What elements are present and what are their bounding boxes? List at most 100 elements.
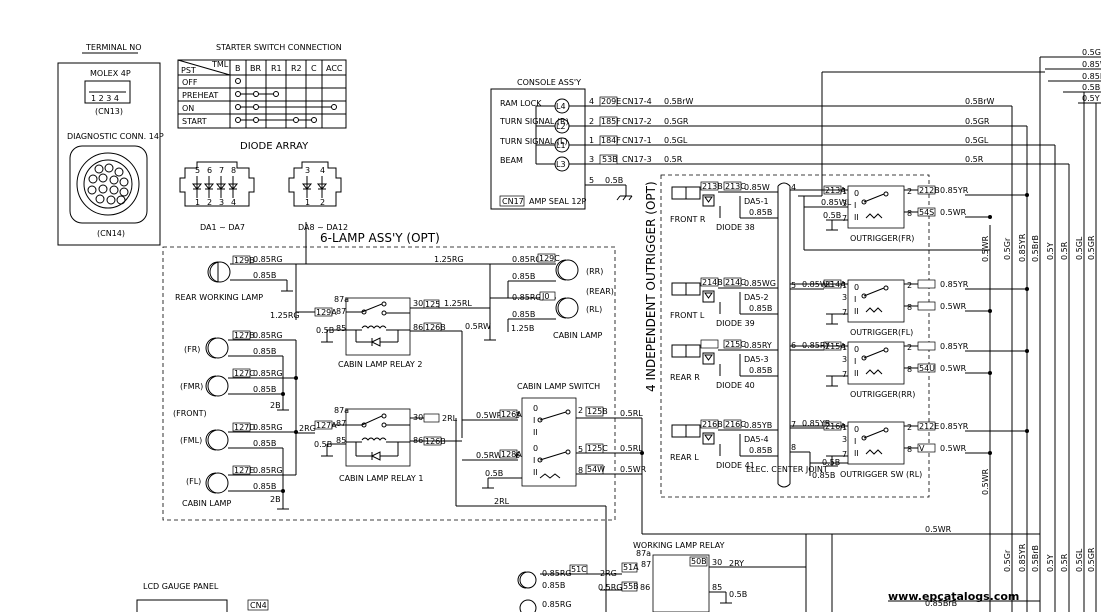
svg-text:0.5B: 0.5B <box>316 326 334 335</box>
svg-text:2: 2 <box>907 281 912 290</box>
svg-text:2: 2 <box>578 406 583 415</box>
connector-icon <box>671 186 687 200</box>
connector-icon <box>685 282 701 296</box>
lamp-icon <box>555 259 579 281</box>
svg-text:CN4: CN4 <box>250 601 267 610</box>
svg-text:8: 8 <box>907 445 912 454</box>
terminal-no-label: TERMINAL NO <box>85 43 142 52</box>
diode-array-label-1: DA1 ~ DA7 <box>200 223 245 232</box>
svg-text:1.25RL: 1.25RL <box>444 299 472 308</box>
svg-text:125: 125 <box>425 300 440 309</box>
working-lamp-relay: WORKING LAMP RELAY 87a 87 86 30 85 50B 5… <box>517 534 833 612</box>
svg-text:4: 4 <box>589 97 594 106</box>
svg-text:R2: R2 <box>291 64 302 73</box>
svg-text:V: V <box>919 444 925 453</box>
svg-text:1.25RG: 1.25RG <box>270 311 300 320</box>
svg-text:0.85B: 0.85B <box>749 208 772 217</box>
svg-text:85: 85 <box>336 324 346 333</box>
svg-text:II: II <box>854 369 859 378</box>
lamp-icon <box>555 297 579 319</box>
svg-text:I: I <box>854 357 856 366</box>
svg-text:CN17-4: CN17-4 <box>622 97 652 106</box>
switch-icon: 0 I II 0 I II <box>533 404 571 479</box>
svg-text:184F: 184F <box>601 136 621 145</box>
connector-icon <box>685 344 701 358</box>
svg-text:1: 1 <box>195 198 200 207</box>
svg-text:86: 86 <box>413 323 423 332</box>
svg-text:0.5RW: 0.5RW <box>476 451 502 460</box>
svg-text:0: 0 <box>854 345 859 354</box>
connector-icon <box>671 282 687 296</box>
svg-text:2B: 2B <box>270 495 281 504</box>
diode-array-title: DIODE ARRAY <box>240 141 309 152</box>
connector-icon <box>671 344 687 358</box>
svg-text:0: 0 <box>854 283 859 292</box>
svg-text:127E: 127E <box>234 466 254 475</box>
svg-text:L2: L2 <box>556 122 566 131</box>
svg-text:0.5BrB: 0.5BrB <box>1031 235 1040 262</box>
svg-text:0.85YB: 0.85YB <box>802 419 830 428</box>
svg-text:(RL): (RL) <box>586 305 602 314</box>
svg-text:0.5Y: 0.5Y <box>1082 94 1100 103</box>
svg-text:0.5WR: 0.5WR <box>940 208 967 217</box>
svg-text:0.85RY: 0.85RY <box>744 341 772 350</box>
svg-text:0.85B: 0.85B <box>253 385 276 394</box>
svg-text:0.5Gr: 0.5Gr <box>1003 549 1012 572</box>
svg-text:1: 1 <box>842 343 847 352</box>
ground-icon <box>321 444 333 457</box>
svg-text:0.85RG: 0.85RG <box>253 369 283 378</box>
svg-text:0.5Gr: 0.5Gr <box>1003 237 1012 260</box>
svg-text:TURN SIGNAL (L): TURN SIGNAL (L) <box>499 137 568 146</box>
diode-label: DIODE 38 <box>716 223 755 232</box>
diode-icon <box>702 352 715 365</box>
svg-text:127A: 127A <box>316 421 337 430</box>
diode-array-ref: DA5-1 <box>744 197 769 206</box>
svg-text:87: 87 <box>336 307 346 316</box>
svg-text:126A: 126A <box>501 410 522 419</box>
svg-text:R1: R1 <box>271 64 282 73</box>
lamp-icon <box>519 599 537 612</box>
svg-text:L3: L3 <box>556 160 566 169</box>
ground-icon <box>482 478 494 489</box>
diode-icon <box>702 432 715 445</box>
svg-text:0.85B: 0.85B <box>542 581 565 590</box>
svg-text:213C: 213C <box>725 182 746 191</box>
svg-text:212E: 212E <box>919 422 939 431</box>
svg-text:0.5WR: 0.5WR <box>925 525 952 534</box>
svg-text:(FML): (FML) <box>180 436 202 445</box>
svg-text:87a: 87a <box>636 549 651 558</box>
svg-text:0: 0 <box>854 425 859 434</box>
svg-text:RAM LOCK: RAM LOCK <box>500 99 542 108</box>
svg-text:216B: 216B <box>702 420 723 429</box>
starter-title: STARTER SWITCH CONNECTION <box>216 43 342 52</box>
svg-text:I: I <box>533 456 535 465</box>
svg-text:0.85RY: 0.85RY <box>802 341 830 350</box>
svg-text:BR: BR <box>250 64 261 73</box>
svg-text:0.5WR: 0.5WR <box>940 302 967 311</box>
svg-text:8: 8 <box>907 209 912 218</box>
svg-text:3: 3 <box>589 155 594 164</box>
svg-text:0.85B: 0.85B <box>512 272 535 281</box>
diode-label: DIODE 39 <box>716 319 755 328</box>
svg-text:8: 8 <box>907 365 912 374</box>
svg-text:87a: 87a <box>334 295 349 304</box>
svg-text:0.5BrW: 0.5BrW <box>965 97 995 106</box>
svg-text:0.85B: 0.85B <box>253 347 276 356</box>
svg-text:7: 7 <box>842 308 847 317</box>
svg-text:87: 87 <box>641 560 651 569</box>
svg-text:0.5B: 0.5B <box>314 440 332 449</box>
six-lamp-assembly: 6-LAMP ASS'Y (OPT) REAR WORKING LAMP 129… <box>162 222 616 521</box>
svg-text:1: 1 <box>589 136 594 145</box>
svg-text:0.85B: 0.85B <box>1082 72 1101 81</box>
relay-2-label: CABIN LAMP RELAY 2 <box>338 360 422 369</box>
svg-text:3: 3 <box>219 198 224 207</box>
svg-text:OFF: OFF <box>182 78 198 87</box>
diode-array-ref: DA5-2 <box>744 293 769 302</box>
svg-text:125C: 125C <box>587 444 608 453</box>
svg-text:55B: 55B <box>623 582 639 591</box>
svg-text:0.85YB: 0.85YB <box>744 421 772 430</box>
outrigger-switch <box>847 421 905 465</box>
outrigger-side-label: REAR L <box>670 453 699 462</box>
svg-text:0.85WG: 0.85WG <box>744 279 776 288</box>
